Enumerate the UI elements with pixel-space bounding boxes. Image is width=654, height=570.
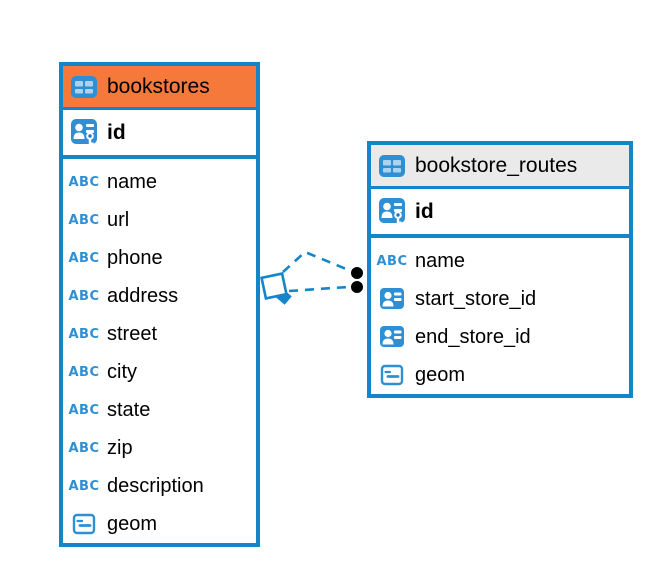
text-type-glyph: ABC xyxy=(68,326,100,342)
column-name: street xyxy=(107,322,158,345)
text-type-icon: ABC xyxy=(68,326,100,342)
table-icon xyxy=(70,75,98,99)
column-row[interactable]: ABC url xyxy=(63,201,256,239)
text-type-glyph: ABC xyxy=(68,174,100,190)
primary-key-row[interactable]: id xyxy=(371,189,629,238)
text-type-icon: ABC xyxy=(68,364,100,380)
column-row[interactable]: ABC address xyxy=(63,277,256,315)
text-type-glyph: ABC xyxy=(68,440,100,456)
text-type-icon: ABC xyxy=(68,212,100,228)
column-row[interactable]: ABC description xyxy=(63,467,256,505)
text-type-glyph: ABC xyxy=(68,288,100,304)
column-row[interactable]: ABC zip xyxy=(63,429,256,467)
primary-key-name: id xyxy=(415,199,434,223)
column-name: zip xyxy=(107,436,133,459)
text-type-glyph: ABC xyxy=(376,253,408,269)
columns-section: ABC name start_store_id end_store_id geom xyxy=(371,238,629,394)
column-name: start_store_id xyxy=(415,287,537,310)
column-row[interactable]: ABC city xyxy=(63,353,256,391)
relationship-endpoint-dot[interactable] xyxy=(349,279,365,295)
relationship-line-upper[interactable] xyxy=(282,250,352,273)
text-type-icon: ABC xyxy=(376,253,408,269)
text-type-glyph: ABC xyxy=(68,212,100,228)
column-name: address xyxy=(107,284,179,307)
column-row[interactable]: end_store_id xyxy=(371,318,629,356)
table-bookstore-routes-header[interactable]: bookstore_routes xyxy=(371,145,629,189)
column-row[interactable]: ABC name xyxy=(63,163,256,201)
column-name: url xyxy=(107,208,130,231)
geometry-type-icon xyxy=(378,364,406,386)
column-row[interactable]: ABC phone xyxy=(63,239,256,277)
text-type-glyph: ABC xyxy=(68,250,100,266)
primary-key-icon xyxy=(70,118,98,148)
foreign-key-icon xyxy=(378,287,406,311)
text-type-icon: ABC xyxy=(68,440,100,456)
table-title: bookstores xyxy=(107,74,210,98)
table-title: bookstore_routes xyxy=(415,153,578,177)
relationship-source-marker[interactable] xyxy=(260,272,292,305)
column-name: geom xyxy=(415,363,466,386)
column-row[interactable]: ABC name xyxy=(371,242,629,280)
text-type-glyph: ABC xyxy=(68,478,100,494)
relationship-line-lower[interactable] xyxy=(288,285,349,293)
column-row[interactable]: ABC state xyxy=(63,391,256,429)
column-name: phone xyxy=(107,246,163,269)
table-bookstore-routes[interactable]: bookstore_routes id ABC name start_store_… xyxy=(367,141,633,398)
column-row[interactable]: geom xyxy=(63,505,256,543)
foreign-key-icon xyxy=(378,325,406,349)
column-name: city xyxy=(107,360,137,383)
column-row[interactable]: start_store_id xyxy=(371,280,629,318)
column-name: geom xyxy=(107,512,158,535)
text-type-icon: ABC xyxy=(68,174,100,190)
text-type-icon: ABC xyxy=(68,288,100,304)
column-name: state xyxy=(107,398,151,421)
column-name: name xyxy=(415,249,466,272)
column-name: end_store_id xyxy=(415,325,531,348)
column-row[interactable]: geom xyxy=(371,356,629,394)
text-type-icon: ABC xyxy=(68,402,100,418)
text-type-glyph: ABC xyxy=(68,364,100,380)
table-bookstores-header[interactable]: bookstores xyxy=(63,66,256,110)
column-name: description xyxy=(107,474,204,497)
text-type-icon: ABC xyxy=(68,478,100,494)
primary-key-icon xyxy=(378,197,406,227)
text-type-icon: ABC xyxy=(68,250,100,266)
relationship-endpoint-dot[interactable] xyxy=(349,265,365,281)
column-row[interactable]: ABC street xyxy=(63,315,256,353)
geometry-type-icon xyxy=(70,513,98,535)
table-icon xyxy=(378,154,406,178)
primary-key-name: id xyxy=(107,120,126,144)
primary-key-row[interactable]: id xyxy=(63,110,256,159)
column-name: name xyxy=(107,170,158,193)
text-type-glyph: ABC xyxy=(68,402,100,418)
